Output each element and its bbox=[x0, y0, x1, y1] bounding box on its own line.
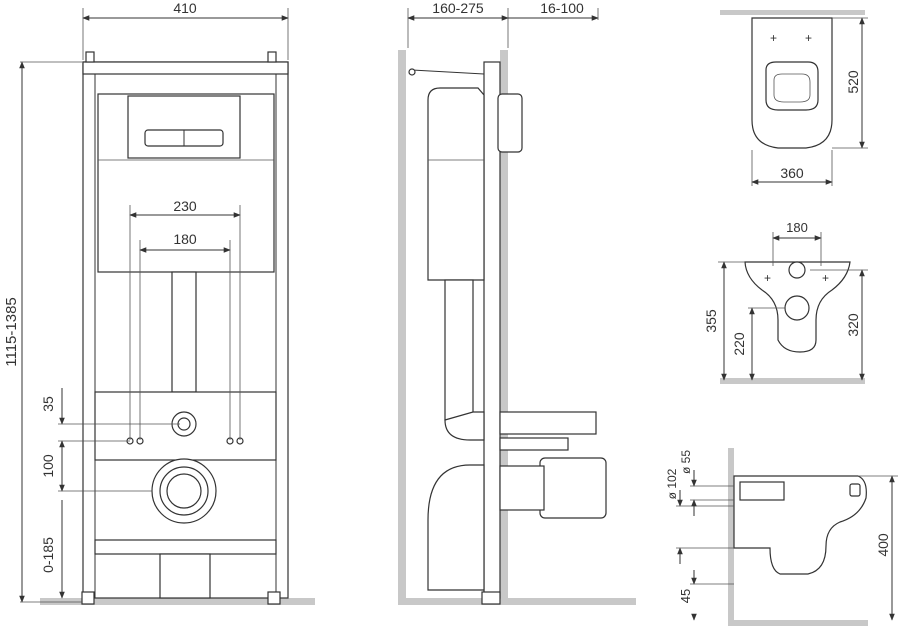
svg-text:+: + bbox=[805, 31, 812, 45]
side-floor-offset-label: 45 bbox=[678, 589, 693, 603]
bowl-back-view: + + 180 355 220 320 bbox=[703, 220, 868, 384]
bowl-top-view: + + 520 360 bbox=[720, 10, 868, 186]
dim-100-label: 100 bbox=[40, 454, 56, 478]
dim-35-label: 35 bbox=[40, 396, 56, 412]
outlet-spacing-inner-label: 180 bbox=[173, 231, 197, 247]
depth-range-label: 160-275 bbox=[432, 0, 484, 16]
bowl-width-label: 360 bbox=[780, 165, 804, 181]
total-height-label: 355 bbox=[703, 309, 719, 333]
water-pipe bbox=[499, 411, 597, 435]
inlet-diameter-label: ø 55 bbox=[679, 450, 693, 474]
frame-width-label: 410 bbox=[173, 0, 197, 16]
front-view: 410 1115-1385 230 180 35 100 0-185 bbox=[3, 0, 315, 605]
svg-text:+: + bbox=[764, 271, 771, 285]
svg-text:+: + bbox=[822, 271, 829, 285]
side-height-label: 400 bbox=[875, 533, 891, 557]
side-view: 160-275 16-100 bbox=[398, 0, 636, 605]
outlet-spacing-outer-label: 230 bbox=[173, 198, 197, 214]
wall bbox=[398, 50, 406, 598]
bowl-length-label: 520 bbox=[845, 70, 861, 94]
down-pipe bbox=[171, 271, 197, 393]
install-height-label: 1115-1385 bbox=[3, 297, 20, 367]
mid-height-label: 220 bbox=[731, 332, 747, 356]
cistern-side bbox=[427, 87, 485, 281]
drain-elbow bbox=[427, 464, 485, 591]
right-height-label: 320 bbox=[845, 313, 861, 337]
floor bbox=[398, 598, 636, 605]
floor-offset-label: 0-185 bbox=[40, 537, 56, 573]
wall-gap-label: 16-100 bbox=[540, 0, 584, 16]
flush-flange bbox=[497, 93, 523, 153]
hole-spacing-label: 180 bbox=[786, 220, 808, 235]
outlet-diameter-label: ø 102 bbox=[665, 468, 679, 499]
drain-connector bbox=[539, 457, 607, 519]
floor bbox=[40, 598, 315, 605]
svg-text:+: + bbox=[770, 31, 777, 45]
flush-plate bbox=[127, 95, 241, 159]
bowl-side-view: ø 55 ø 102 45 400 bbox=[665, 448, 898, 626]
